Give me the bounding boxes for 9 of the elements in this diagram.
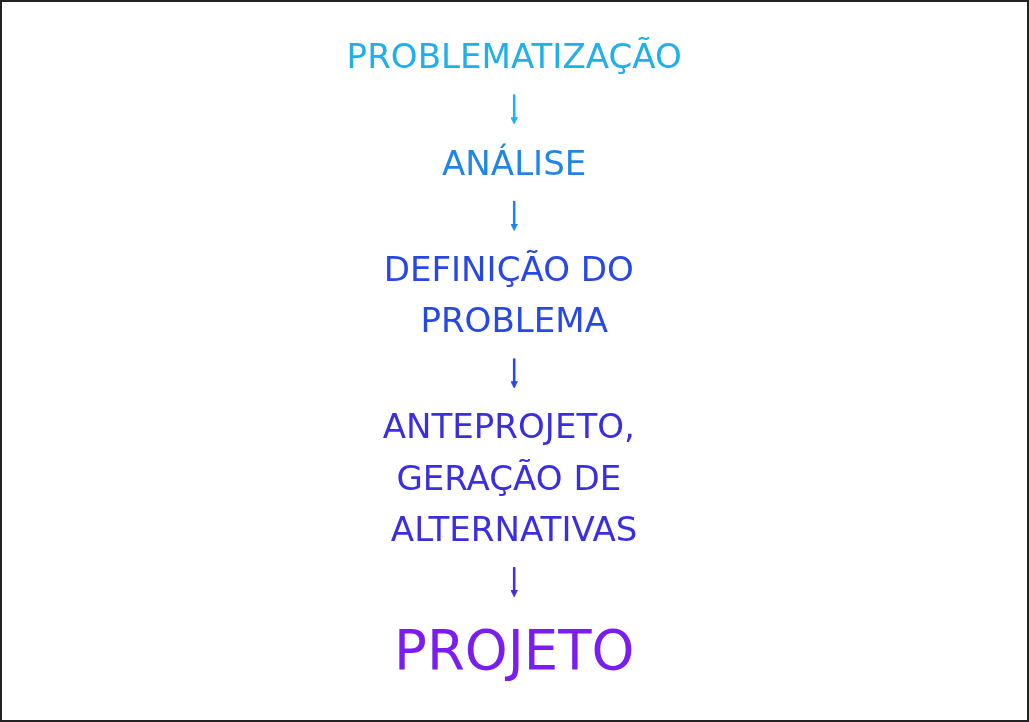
arrow bbox=[510, 358, 519, 389]
node-text: DEFINIÇÃO DO PROBLEMA bbox=[384, 249, 635, 340]
node-text: PROBLEMATIZAÇÃO bbox=[346, 36, 683, 76]
node-text: ANTEPROJETO, GERAÇÃO DE ALTERNATIVAS bbox=[383, 406, 638, 549]
node-text: PROJETO bbox=[394, 619, 635, 683]
arrow bbox=[510, 567, 519, 598]
node-text: ANÁLISE bbox=[442, 142, 587, 183]
arrow bbox=[510, 200, 519, 232]
arrow bbox=[510, 94, 519, 125]
